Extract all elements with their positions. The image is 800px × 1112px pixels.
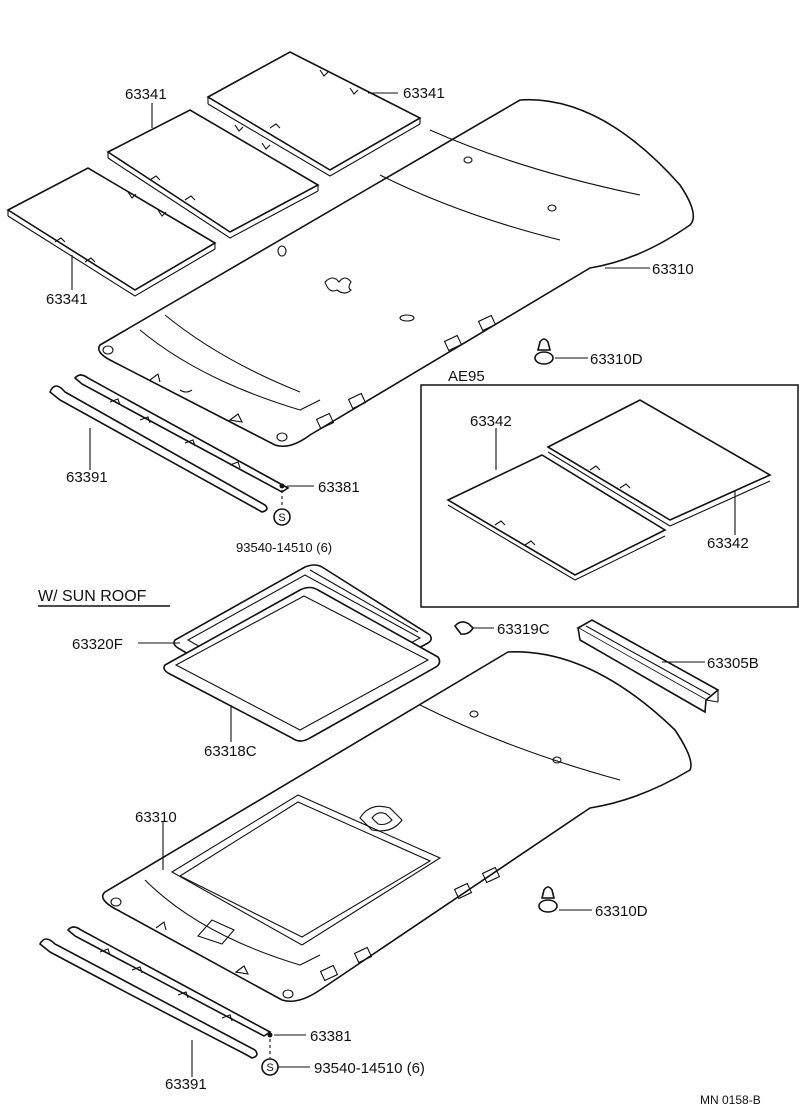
label-63342-b: 63342 (707, 535, 749, 552)
label-63319c: 63319C (497, 621, 550, 638)
headlining-top (97, 98, 695, 448)
label-ae95: AE95 (448, 368, 485, 385)
bolt-bottom: S (261, 1058, 279, 1076)
sunroof-clip (453, 621, 474, 635)
clip-top (534, 338, 554, 365)
label-bolt-top: 93540-14510 (6) (236, 540, 332, 555)
label-63341-a: 63341 (125, 86, 167, 103)
leader-lines (71, 92, 736, 1077)
label-63381-top: 63381 (318, 479, 360, 496)
bolt-top: S (273, 508, 291, 526)
catalog-code: MN 0158-B (700, 1093, 761, 1107)
label-63310d-bottom: 63310D (595, 903, 648, 920)
clip-bottom (538, 886, 558, 913)
ae95-box (420, 384, 799, 608)
label-63310-top: 63310 (652, 261, 694, 278)
headlining-bottom (101, 651, 692, 1003)
label-63391-top: 63391 (66, 469, 108, 486)
front-trim-bottom (38, 926, 272, 1059)
label-63381-bottom: 63381 (310, 1028, 352, 1045)
label-sunroof-heading: W/ SUN ROOF (38, 588, 147, 605)
label-bolt-bottom: 93540-14510 (6) (314, 1060, 425, 1077)
label-63342-a: 63342 (470, 413, 512, 430)
front-trim-top (49, 374, 290, 513)
label-63341-b: 63341 (403, 85, 445, 102)
label-63341-c: 63341 (46, 291, 88, 308)
screw-mark-bottom: S (266, 1062, 273, 1074)
label-63318c: 63318C (204, 743, 257, 760)
insulator-pad-top-left (6, 167, 217, 297)
insulator-pad-top-middle (106, 109, 320, 239)
screw-bottom (267, 1032, 273, 1058)
sunroof-rail (576, 619, 720, 714)
sunroof-seal (163, 586, 441, 742)
label-63320f: 63320F (72, 636, 123, 653)
label-63305b: 63305B (707, 655, 759, 672)
screw-top (279, 483, 285, 506)
label-63310d-top: 63310D (590, 351, 643, 368)
label-63391-bottom: 63391 (165, 1076, 207, 1093)
label-63310-bottom: 63310 (135, 809, 177, 826)
insulator-pad-top-right (206, 51, 422, 177)
screw-mark-top: S (278, 512, 285, 524)
